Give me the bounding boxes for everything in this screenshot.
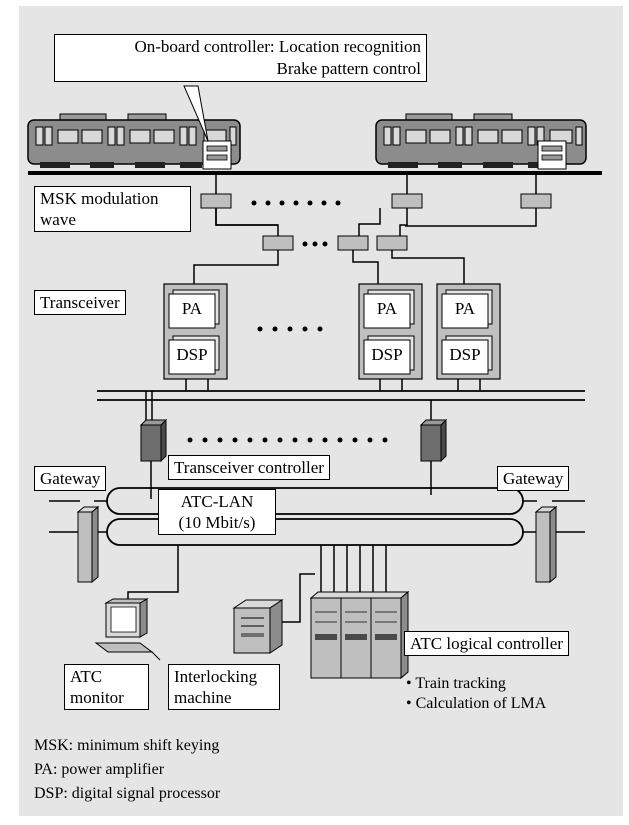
- onboard-controller-label: On-board controller: Location recognitio…: [134, 37, 421, 56]
- atc-monitor-label-line2: monitor: [70, 688, 124, 707]
- interlocking-label-line2: machine: [174, 688, 232, 707]
- controller-lan-links: [150, 461, 432, 499]
- ellipsis-dots-transceivers: [257, 326, 323, 332]
- bullet-calculation-lma: • Calculation of LMA: [406, 695, 547, 712]
- brake-pattern-label: Brake pattern control: [276, 59, 421, 78]
- dsp-label-3: DSP: [449, 345, 481, 364]
- atc-lan-label: ATC-LAN: [180, 492, 254, 511]
- atc-lan-speed-label: (10 Mbit/s): [178, 513, 256, 532]
- transceiver-unit-3: [436, 283, 501, 380]
- gateway-right-device: [534, 505, 558, 584]
- rail-track: [28, 171, 602, 175]
- atc-lan-label-box: ATC-LAN (10 Mbit/s): [158, 489, 276, 535]
- atc-logical-controller-label: ATC logical controller: [404, 631, 569, 656]
- gateway-left-device: [76, 505, 100, 584]
- transceiver-unit-2: [358, 283, 423, 380]
- pa-label-2: PA: [376, 299, 398, 318]
- msk-modulation-label: MSK modulation: [40, 189, 159, 208]
- transceiver-label: Transceiver: [34, 290, 126, 315]
- msk-modulation-label-box: MSK modulation wave: [34, 186, 191, 232]
- callout-pointer: [183, 85, 209, 142]
- atc-logical-controller-racks: [309, 590, 410, 680]
- ellipsis-dots-middle: [302, 241, 328, 247]
- abbreviation-dsp: DSP: digital signal processor: [34, 785, 221, 802]
- train-right: [375, 113, 587, 170]
- interlocking-label-line1: Interlocking: [174, 667, 258, 686]
- abbreviation-pa: PA: power amplifier: [34, 761, 165, 778]
- train-left: [27, 113, 241, 170]
- abbreviation-msk: MSK: minimum shift keying: [34, 737, 220, 754]
- transceiver-bus: [97, 390, 585, 401]
- dsp-label-1: DSP: [176, 345, 208, 364]
- pa-label-3: PA: [454, 299, 476, 318]
- transceiver-controller-right: [419, 418, 448, 463]
- pa-label-1: PA: [181, 299, 203, 318]
- onboard-controller-callout: On-board controller: Location recognitio…: [54, 34, 427, 82]
- transceiver-controller-label: Transceiver controller: [168, 455, 330, 480]
- msk-wave-label: wave: [40, 210, 76, 229]
- transceiver-unit-1: [163, 283, 228, 380]
- bullet-train-tracking: • Train tracking: [406, 675, 506, 692]
- ellipsis-dots-controllers: [187, 437, 388, 443]
- atc-monitor-label-line1: ATC: [70, 667, 103, 686]
- ellipsis-dots-top: [251, 200, 341, 206]
- lan-equipment-links: [127, 545, 387, 623]
- interlocking-machine-icon: [232, 599, 284, 654]
- computer-icon: [94, 598, 161, 661]
- transceiver-bus-connections: [185, 379, 481, 391]
- atc-monitor-label-box: ATC monitor: [64, 664, 149, 710]
- transceiver-controller-left: [139, 418, 168, 463]
- interlocking-machine-label-box: Interlocking machine: [168, 664, 280, 710]
- gateway-left-label: Gateway: [34, 466, 107, 491]
- gateway-right-label: Gateway: [497, 466, 570, 491]
- dsp-label-2: DSP: [371, 345, 403, 364]
- antenna-wiring: [193, 175, 537, 284]
- couplers: [200, 193, 552, 251]
- atc-lan-ring: [49, 487, 585, 546]
